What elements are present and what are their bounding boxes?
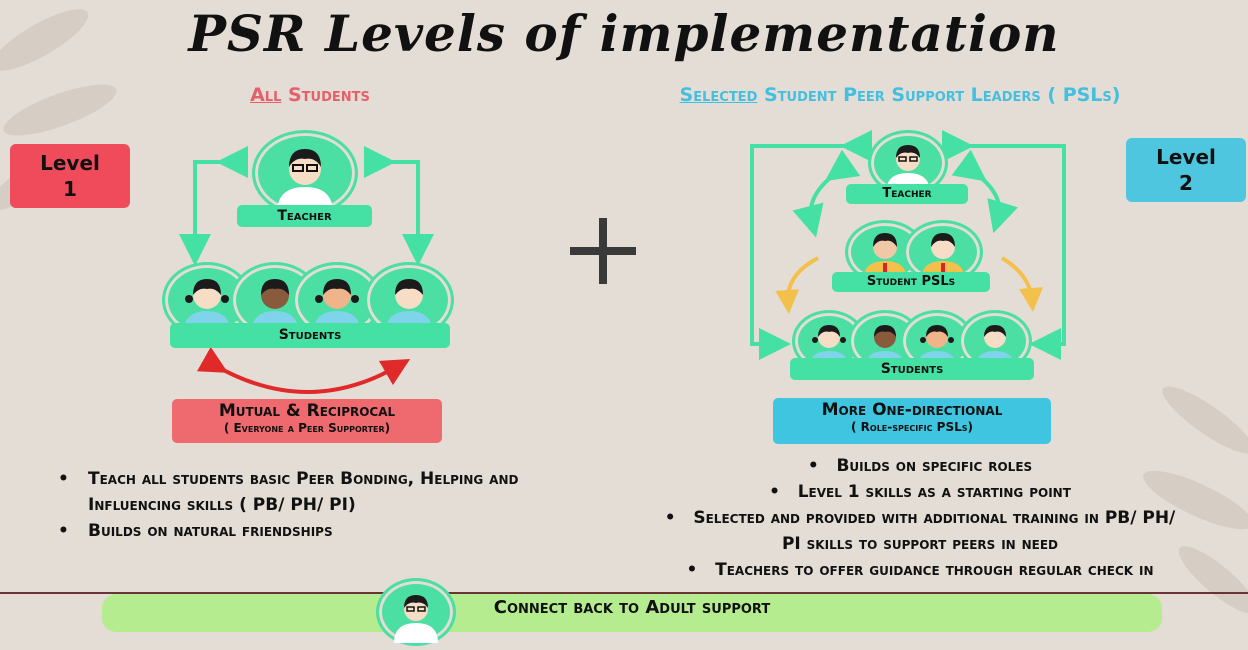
left-bullet-2: •Builds on natural friendships (58, 521, 333, 541)
left-bullet-1: •Teach all students basic Peer Bonding, … (58, 469, 519, 515)
mutual-box-title: Mutual & Reciprocal (218, 401, 396, 421)
footer-teacher-avatar (376, 578, 456, 646)
mutual-reciprocal-box: Mutual & Reciprocal ( Everyone a Peer Su… (172, 399, 442, 443)
right-bullet-list: • Builds on specific roles • Level 1 ski… (630, 453, 1210, 583)
right-teacher-psl-arrow-left (792, 149, 861, 238)
level-2-word: Level (1156, 145, 1216, 169)
right-psl-students-arrow-right (1000, 256, 1043, 312)
right-heading-rest: Student Peer Support Leaders ( PSLs) (757, 84, 1121, 106)
left-heading-underlined: All (250, 84, 282, 106)
left-heading-rest: Students (281, 84, 370, 106)
right-psl-label: Student PSLs (832, 272, 990, 292)
right-heading-underlined: Selected (679, 84, 758, 106)
right-bullet-2: • Level 1 skills as a starting point (769, 482, 1071, 502)
one-directional-box-title: More One-directional (821, 400, 1003, 420)
footer-divider (0, 592, 1248, 594)
connect-adult-support-bar: Connect back to Adult support (102, 594, 1162, 632)
level-2-badge: Level 2 (1126, 138, 1246, 202)
right-students-label: Students (790, 358, 1034, 380)
right-bullet-4: • Teachers to offer guidance through reg… (686, 560, 1154, 580)
left-students-label: Students (170, 323, 450, 348)
left-heading: All Students (150, 84, 470, 106)
right-bullet-3: • Selected and provided with additional … (664, 508, 1176, 554)
left-bullet-list: •Teach all students basic Peer Bonding, … (58, 466, 578, 544)
level-1-number: 1 (63, 177, 77, 201)
right-heading: Selected Student Peer Support Leaders ( … (620, 84, 1180, 106)
left-teacher-avatar (252, 130, 358, 216)
right-teacher-psl-arrow-right (951, 149, 1018, 234)
one-directional-box: More One-directional ( Role-specific PSL… (773, 398, 1051, 444)
left-arrow-teacher-to-students-right (364, 146, 434, 266)
page-title: PSR Levels of implementation (188, 4, 1060, 63)
left-arrow-teacher-to-students-left (179, 146, 248, 266)
left-mutual-arrow (196, 346, 411, 394)
level-1-badge: Level 1 (10, 144, 130, 208)
left-teacher-label: Teacher (237, 205, 372, 227)
mutual-box-subtitle: ( Everyone a Peer Supporter) (223, 421, 391, 435)
level-1-word: Level (40, 151, 100, 175)
right-teacher-label: Teacher (846, 184, 968, 204)
plus-icon (570, 218, 636, 284)
right-psl-students-arrow-left (775, 256, 819, 314)
level-2-number: 2 (1179, 171, 1193, 195)
right-bullet-1: • Builds on specific roles (807, 456, 1033, 476)
leaf-decoration-right (1143, 386, 1248, 614)
one-directional-box-subtitle: ( Role-specific PSLs) (850, 420, 973, 434)
